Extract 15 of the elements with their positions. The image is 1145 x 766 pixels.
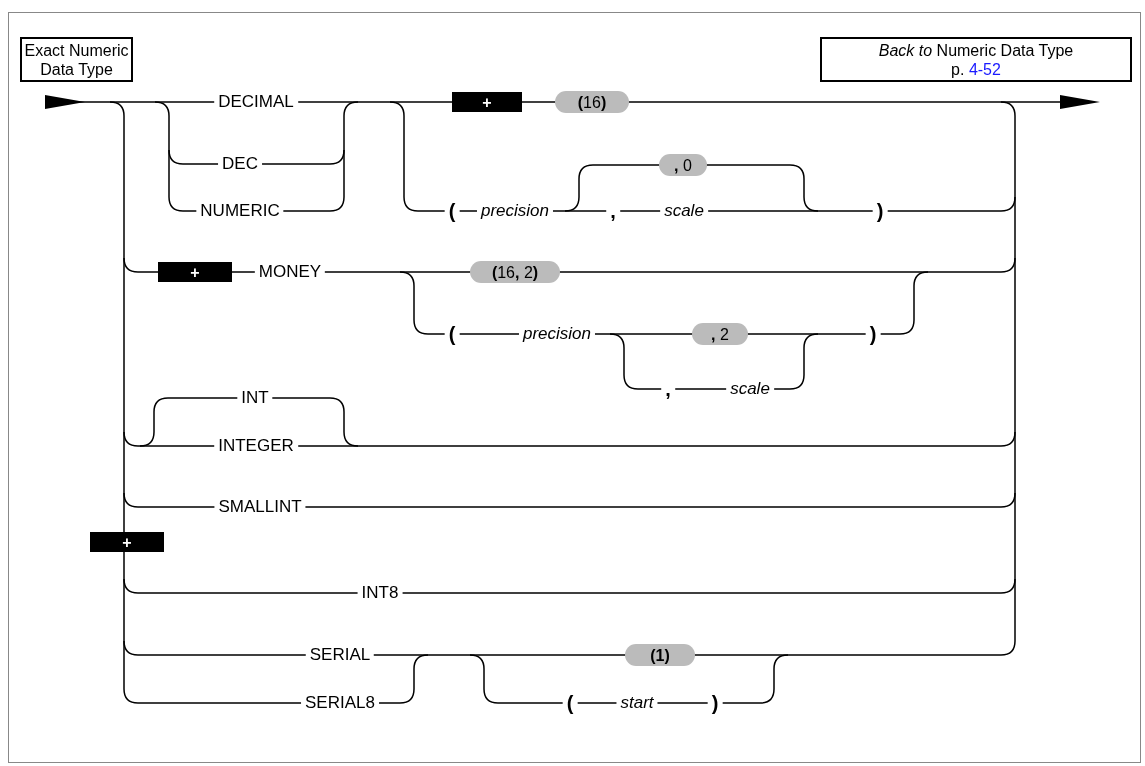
page-link: 4-52 (968, 60, 1001, 78)
syntax-title-box: Exact Numeric Data Type (20, 37, 133, 82)
parameter-label: precision (519, 324, 595, 344)
marker-box: + (452, 92, 522, 112)
marker-box: + (158, 262, 232, 282)
default-value-pill: (1) (625, 644, 695, 666)
parameter-label: precision (477, 201, 553, 221)
box-heading: Back to Numeric Data Type (878, 40, 1074, 60)
back-reference-box (820, 37, 1132, 82)
marker-box: + (90, 532, 164, 552)
default-value-pill: (16) (555, 91, 629, 113)
default-value-pill: , 0 (659, 154, 707, 176)
page-reference: p. 4-52 (951, 59, 1001, 79)
default-value-pill: (16, 2) (470, 261, 560, 283)
default-value-pill: , 2 (692, 323, 748, 345)
